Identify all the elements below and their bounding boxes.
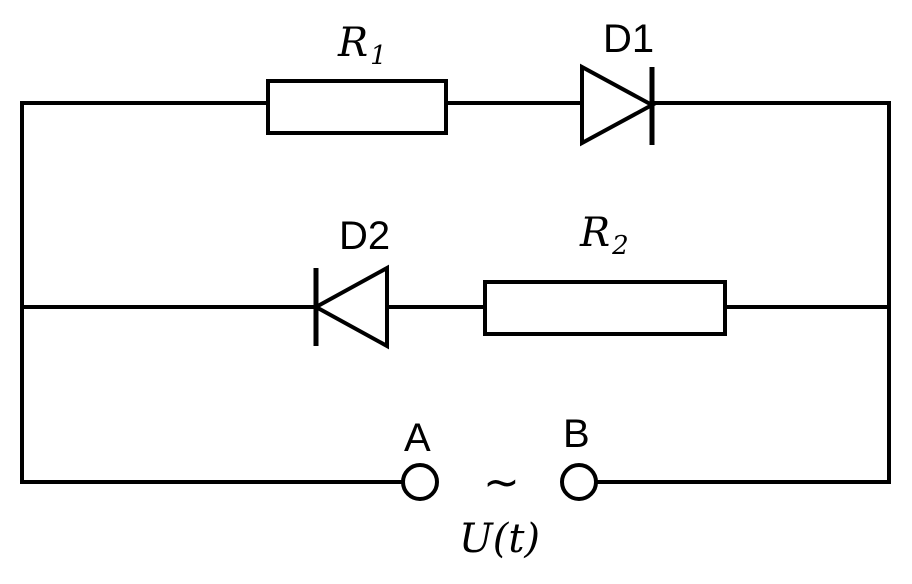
terminal-b [560,463,598,501]
diode-d1-triangle [580,63,657,147]
source-voltage-label: U(t) [459,516,540,562]
diode-d1-label: D1 [603,17,654,61]
resistor-r2-subscript: 2 [611,231,629,261]
resistor-r1-label: R1 [337,20,387,71]
terminal-a [401,463,439,501]
resistor-r1-symbol: R [337,20,368,66]
resistor-r1 [266,79,448,135]
terminal-a-label: A [404,416,431,460]
resistor-r2 [483,280,727,336]
diode-d2-label: D2 [339,214,390,258]
terminal-b-label: B [563,412,590,456]
resistor-r2-label: R2 [579,210,629,261]
ac-symbol: ~ [483,457,520,508]
diode-d2-triangle [311,264,389,350]
diode-d2 [311,264,389,350]
resistor-r2-symbol: R [579,210,610,256]
diode-d1 [580,63,657,147]
resistor-r1-subscript: 1 [370,41,387,71]
